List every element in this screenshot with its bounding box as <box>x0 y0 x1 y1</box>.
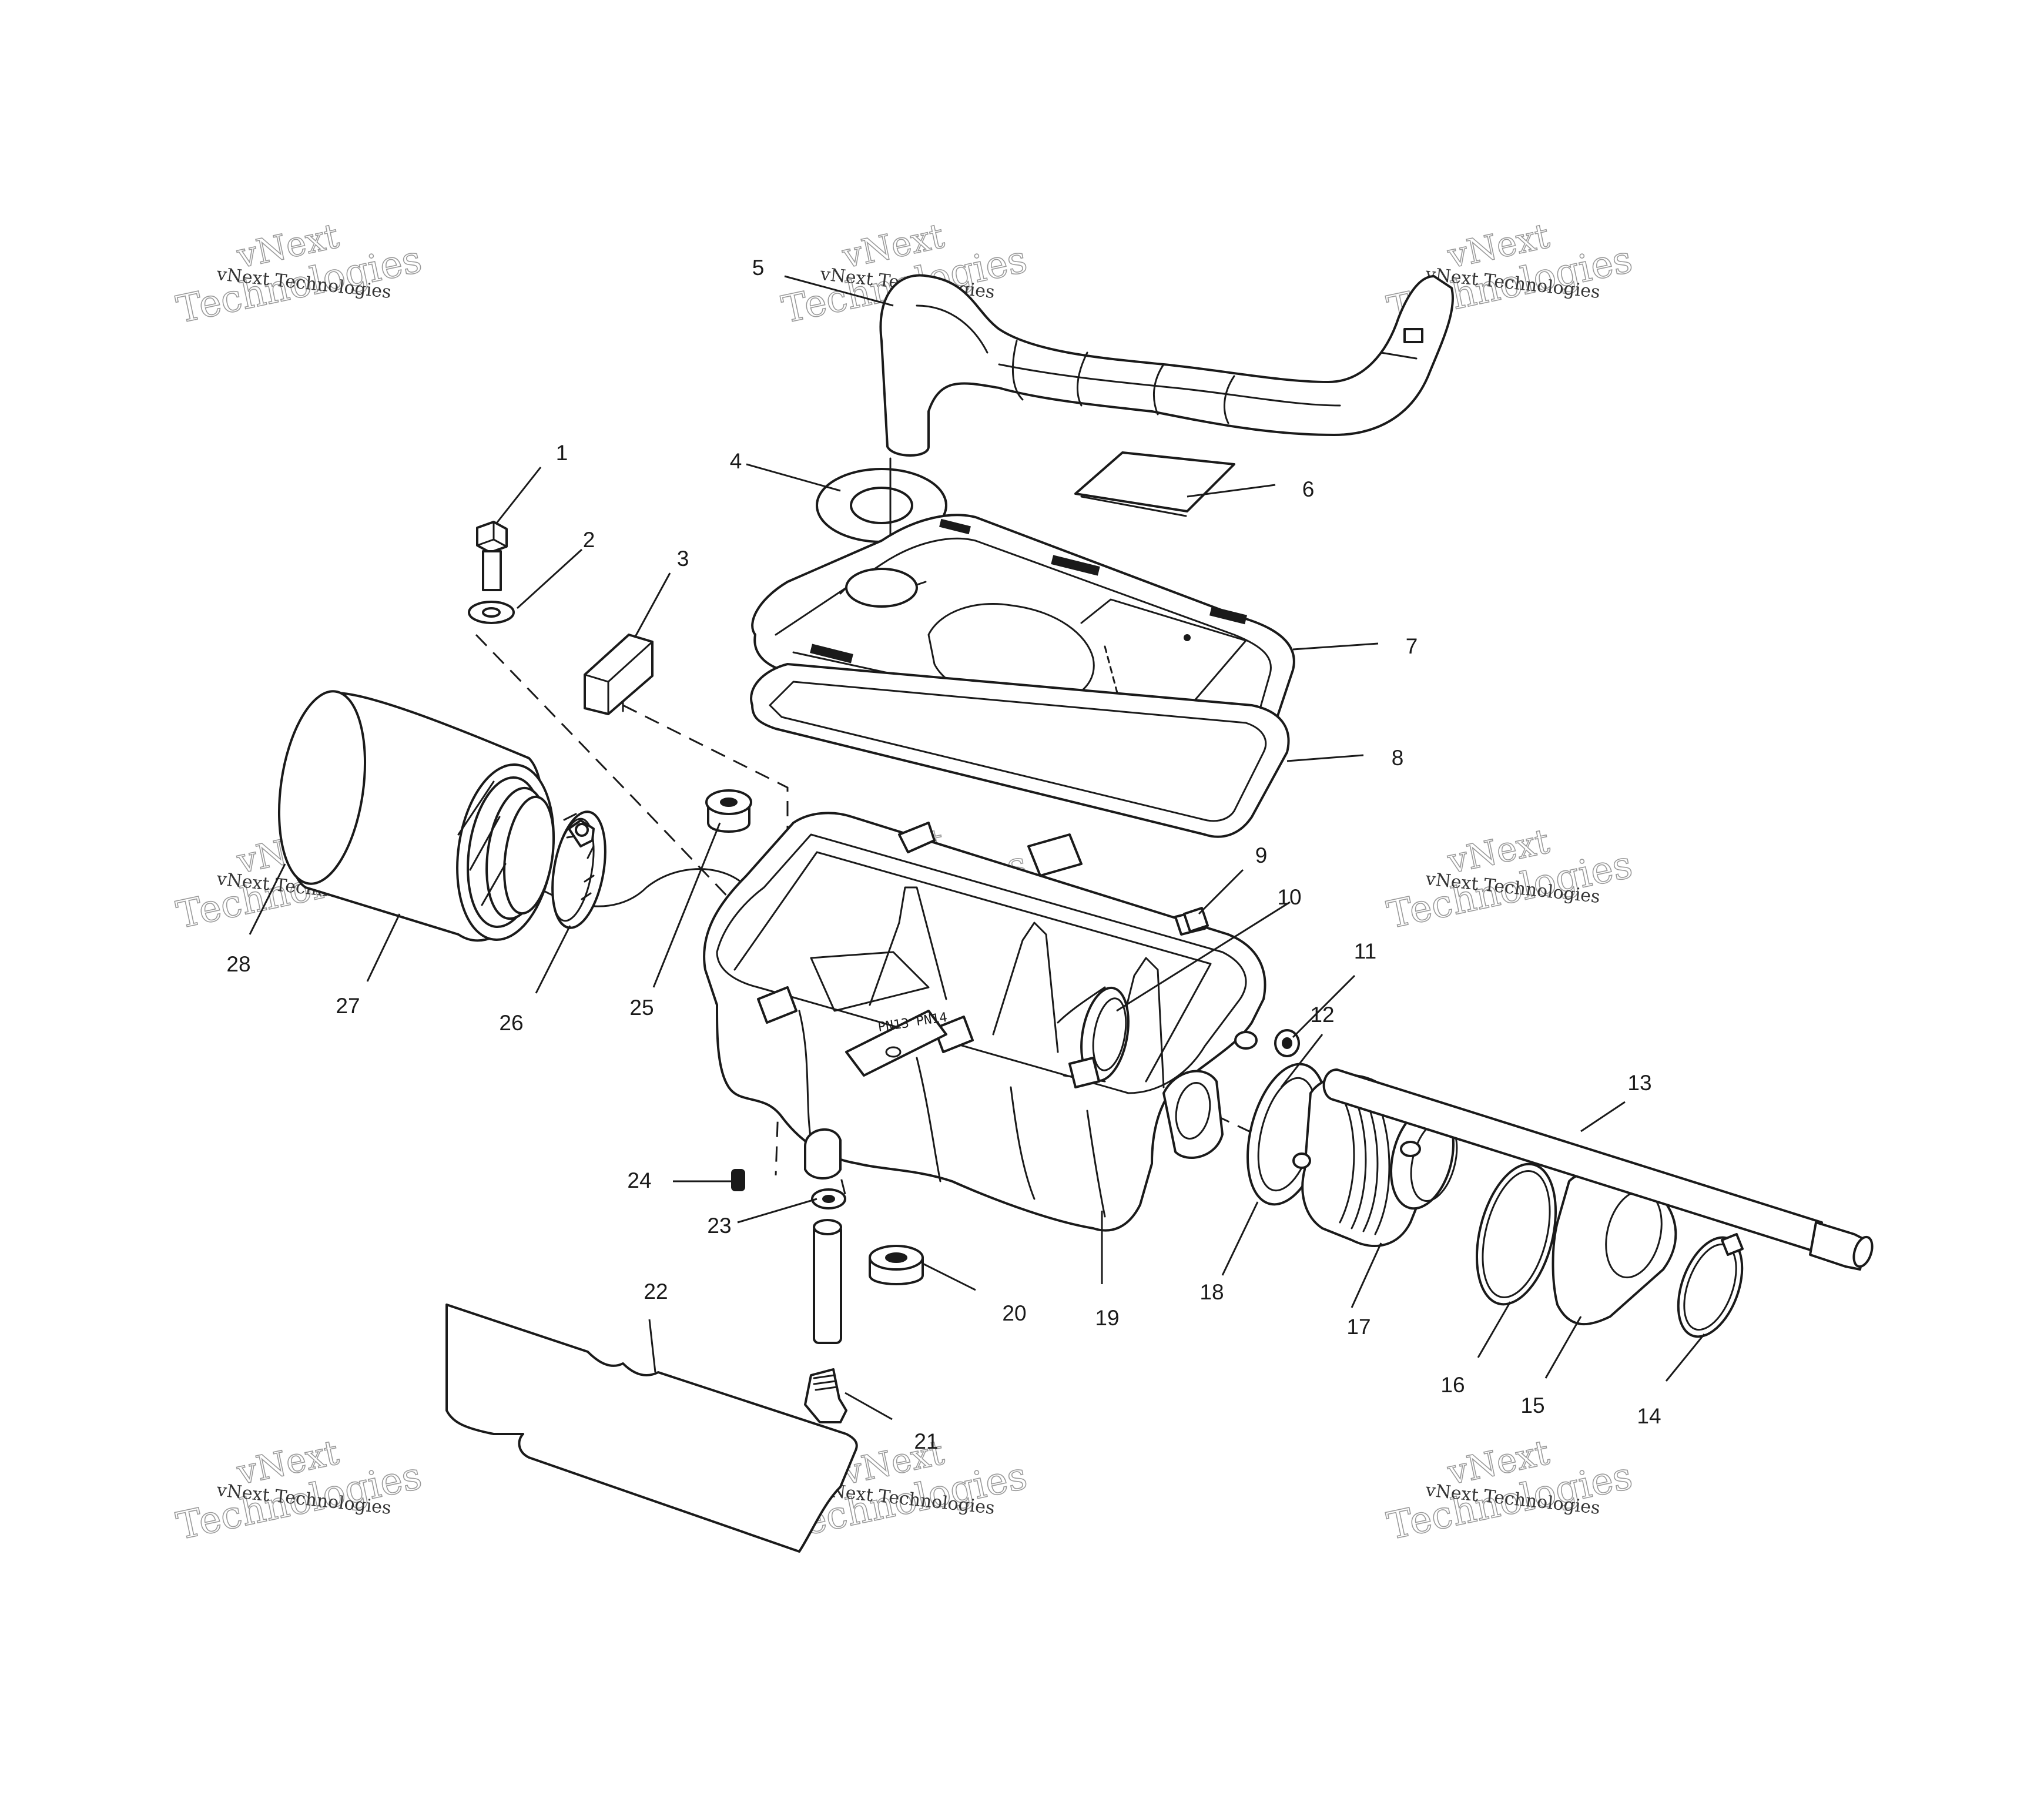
watermark-tile-bottom-left: vNext Technologies <box>172 1432 425 1549</box>
callout-3: 3 <box>677 547 689 571</box>
part-16-ring <box>1475 1162 1557 1306</box>
callout-17: 17 <box>1346 1315 1371 1339</box>
part-14-clamp <box>1677 1233 1744 1338</box>
callout-23: 23 <box>707 1214 731 1238</box>
part-24-spring <box>731 1169 745 1191</box>
callout-7: 7 <box>1406 634 1418 658</box>
callout-4: 4 <box>730 449 742 473</box>
callout-9: 9 <box>1255 843 1268 867</box>
part-13-drain-tube <box>1322 1068 1874 1271</box>
part-26-hose-clamp <box>551 810 607 929</box>
callout-2: 2 <box>583 528 595 552</box>
part-6-foam-pad <box>1074 451 1235 517</box>
callout-10: 10 <box>1277 885 1301 909</box>
part-9-lid-clip <box>1183 907 1209 933</box>
callout-numbers: 1 2 3 4 5 6 7 8 9 10 11 12 13 14 15 16 1… <box>226 256 1661 1453</box>
callout-28: 28 <box>226 952 250 976</box>
callout-25: 25 <box>629 996 654 1020</box>
callout-18: 18 <box>1199 1280 1224 1304</box>
part-1-bolt <box>476 521 508 591</box>
callout-15: 15 <box>1520 1393 1544 1418</box>
callout-22: 22 <box>644 1279 668 1304</box>
callout-19: 19 <box>1095 1306 1119 1330</box>
leader-lines <box>249 275 1705 1420</box>
watermark-tile-bottom-right: vNext Technologies <box>1383 1432 1636 1549</box>
part-3-rubber-block <box>584 634 654 715</box>
callout-20: 20 <box>1002 1301 1026 1325</box>
part-21-spacer-tube <box>813 1219 842 1344</box>
part-27-air-filter <box>277 690 555 942</box>
watermark-tile-top-left: vNext Technologies <box>172 215 425 333</box>
callout-26: 26 <box>499 1011 523 1035</box>
part-23-nut <box>811 1188 846 1209</box>
part-8-lid-gasket <box>750 663 1290 838</box>
part-2-washer <box>468 601 515 624</box>
callout-14: 14 <box>1637 1404 1661 1428</box>
callout-8: 8 <box>1392 746 1404 770</box>
callout-24: 24 <box>627 1168 651 1192</box>
watermark-tile-mid-right: vNext Technologies <box>1383 820 1636 938</box>
callout-6: 6 <box>1302 477 1315 501</box>
callout-1: 1 <box>556 441 568 465</box>
part-5-intake-snorkel <box>879 274 1454 457</box>
callout-21: 21 <box>914 1429 938 1453</box>
callout-27: 27 <box>336 994 360 1018</box>
part-20-grommet <box>869 1245 924 1285</box>
snorkel-clip <box>1403 328 1423 343</box>
callout-12: 12 <box>1310 1003 1334 1027</box>
callout-5: 5 <box>752 256 765 280</box>
callout-13: 13 <box>1627 1071 1651 1095</box>
part-25-grommet <box>705 789 752 833</box>
part-22-heat-shield <box>445 1304 858 1553</box>
part-21-drain-valve <box>804 1368 847 1423</box>
callout-11: 11 <box>1354 939 1376 963</box>
part-19-airbox-body: PN13 PN14 <box>703 812 1266 1232</box>
callout-16: 16 <box>1440 1373 1465 1397</box>
